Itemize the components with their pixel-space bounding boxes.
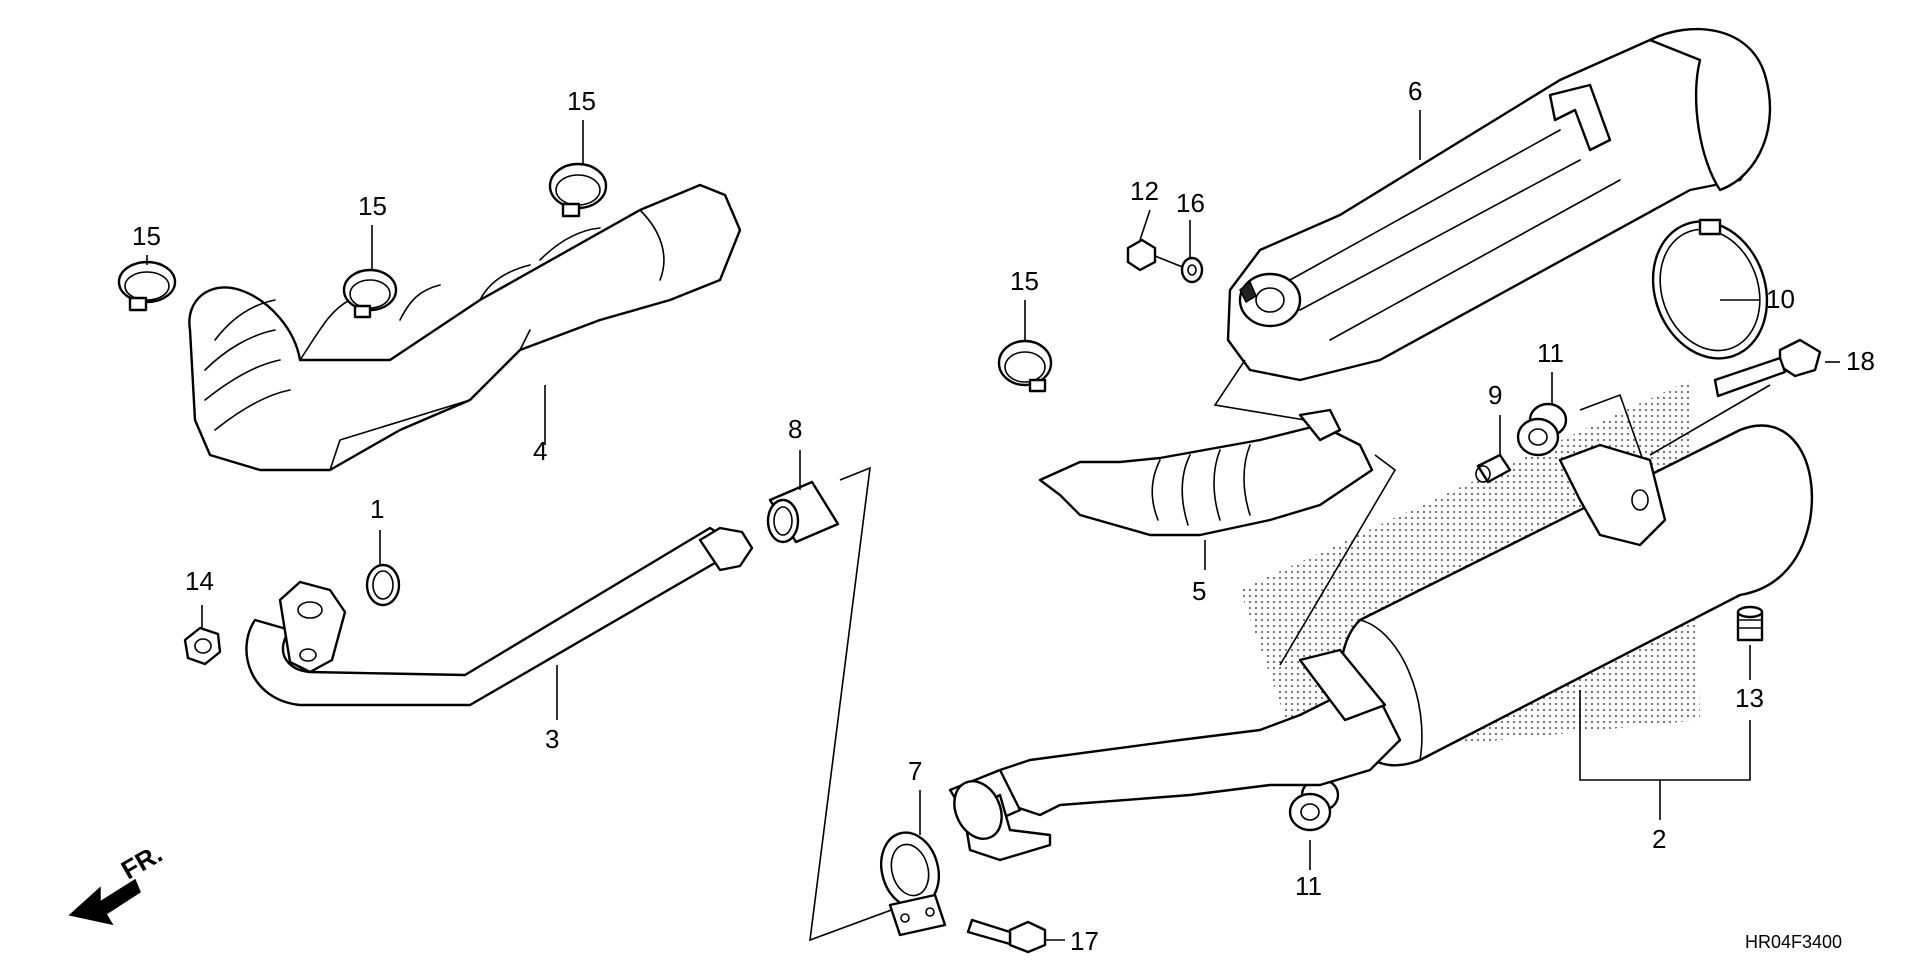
callout-16: 16	[1176, 188, 1205, 218]
gasket[interactable]	[365, 563, 401, 607]
callout-2: 2	[1652, 824, 1666, 854]
collar-9[interactable]	[1475, 453, 1512, 484]
callout-3: 3	[545, 724, 559, 754]
callout-11-upper: 11	[1537, 338, 1564, 368]
lead-bracket-5-2	[1279, 454, 1397, 666]
lead-bracket-6-5	[1213, 359, 1306, 421]
hose-clamp-top[interactable]	[548, 162, 608, 218]
exhaust-pipe[interactable]	[245, 526, 754, 707]
callout-15-top: 15	[567, 86, 596, 116]
drain-plug[interactable]	[1736, 605, 1764, 642]
callout-12: 12	[1130, 176, 1159, 206]
callout-8: 8	[788, 414, 802, 444]
lead-bracket-11	[1579, 393, 1651, 481]
callout-5: 5	[1192, 576, 1206, 606]
callout-1: 1	[370, 494, 384, 524]
bolt-17[interactable]	[966, 918, 1047, 954]
pipe-clamp[interactable]	[873, 826, 947, 937]
diagram-code: HR04F3400	[1745, 932, 1842, 952]
grommet-lower[interactable]	[1288, 777, 1340, 832]
hose-clamp-middle[interactable]	[342, 268, 398, 319]
lead-bolt-18	[1649, 384, 1771, 456]
callout-7: 7	[908, 756, 922, 786]
callout-13: 13	[1735, 683, 1764, 713]
callout-15-middle: 15	[358, 191, 387, 221]
callout-9: 9	[1488, 380, 1502, 410]
pipe-collar[interactable]	[766, 480, 840, 544]
band-clamp[interactable]	[1634, 205, 1785, 374]
washer-16[interactable]	[1180, 256, 1204, 284]
callout-11-lower: 11	[1295, 871, 1322, 901]
bolt-12[interactable]	[1126, 238, 1186, 272]
front-direction-label: FR.	[116, 838, 167, 885]
callout-14: 14	[185, 566, 214, 596]
leader-lines	[146, 110, 1840, 941]
callout-17: 17	[1070, 926, 1099, 956]
front-direction-arrow-icon	[68, 878, 141, 926]
muffler[interactable]	[945, 424, 1814, 862]
callout-15-right: 15	[1010, 266, 1039, 296]
hose-clamp-left[interactable]	[117, 260, 177, 312]
flange-nut[interactable]	[183, 626, 222, 666]
hose-clamp-muffler[interactable]	[997, 339, 1053, 393]
heat-shield-front[interactable]	[188, 183, 742, 472]
callout-18: 18	[1846, 346, 1875, 376]
callout-15-left: 15	[132, 221, 161, 251]
lead-bracket-8-7	[809, 466, 906, 942]
grommet-upper[interactable]	[1516, 402, 1568, 457]
callout-4: 4	[533, 436, 547, 466]
callout-6: 6	[1408, 76, 1422, 106]
callout-10: 10	[1766, 284, 1795, 314]
bolt-18[interactable]	[1713, 338, 1822, 398]
muffler-protector[interactable]	[1226, 27, 1772, 382]
heat-shield-rear[interactable]	[1038, 408, 1374, 537]
